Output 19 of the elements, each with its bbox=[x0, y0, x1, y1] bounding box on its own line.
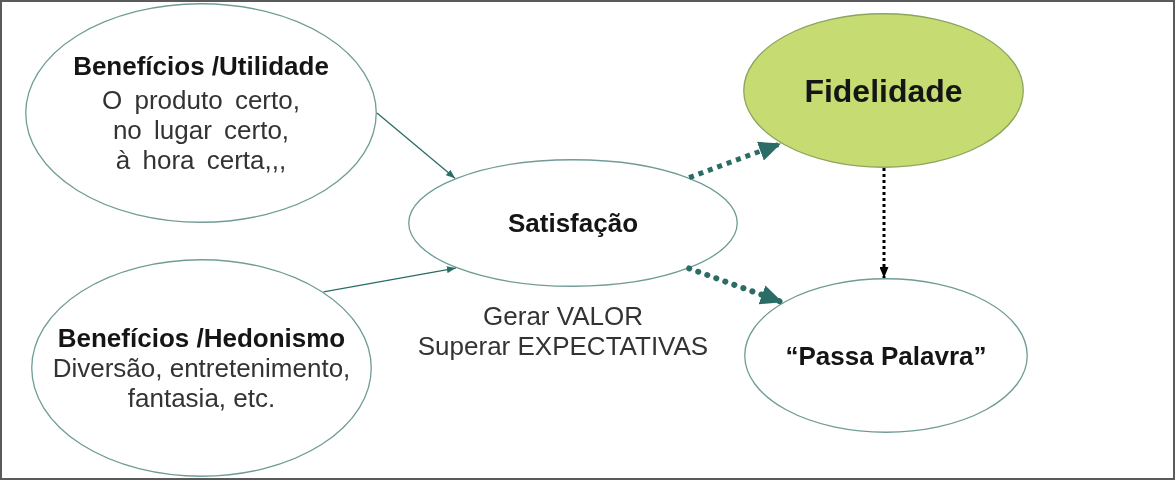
dotted-arrow bbox=[688, 141, 782, 180]
caption-text: Gerar VALOR bbox=[483, 301, 643, 331]
arrow bbox=[322, 266, 457, 293]
node-title: Fidelidade bbox=[804, 75, 963, 106]
node-title: Satisfação bbox=[507, 208, 639, 238]
oval-node bbox=[743, 13, 1024, 168]
node-text: O produto certo, no lugar certo, à hora certa,,, bbox=[101, 85, 301, 175]
dotted-arrow bbox=[879, 168, 889, 278]
node-title: Benefícios /Hedonismo bbox=[57, 323, 346, 353]
oval-node bbox=[744, 278, 1028, 433]
caption-text: Superar EXPECTATIVAS bbox=[417, 331, 709, 361]
oval-node bbox=[25, 3, 377, 223]
oval-node bbox=[408, 159, 738, 287]
node-title: Benefícios /Utilidade bbox=[73, 51, 329, 81]
oval-node bbox=[31, 259, 372, 477]
node-title: “Passa Palavra” bbox=[785, 340, 987, 371]
arrow bbox=[376, 112, 456, 179]
node-text: Diversão, entretenimento, fantasia, etc. bbox=[51, 353, 352, 413]
dotted-arrow bbox=[686, 265, 786, 306]
